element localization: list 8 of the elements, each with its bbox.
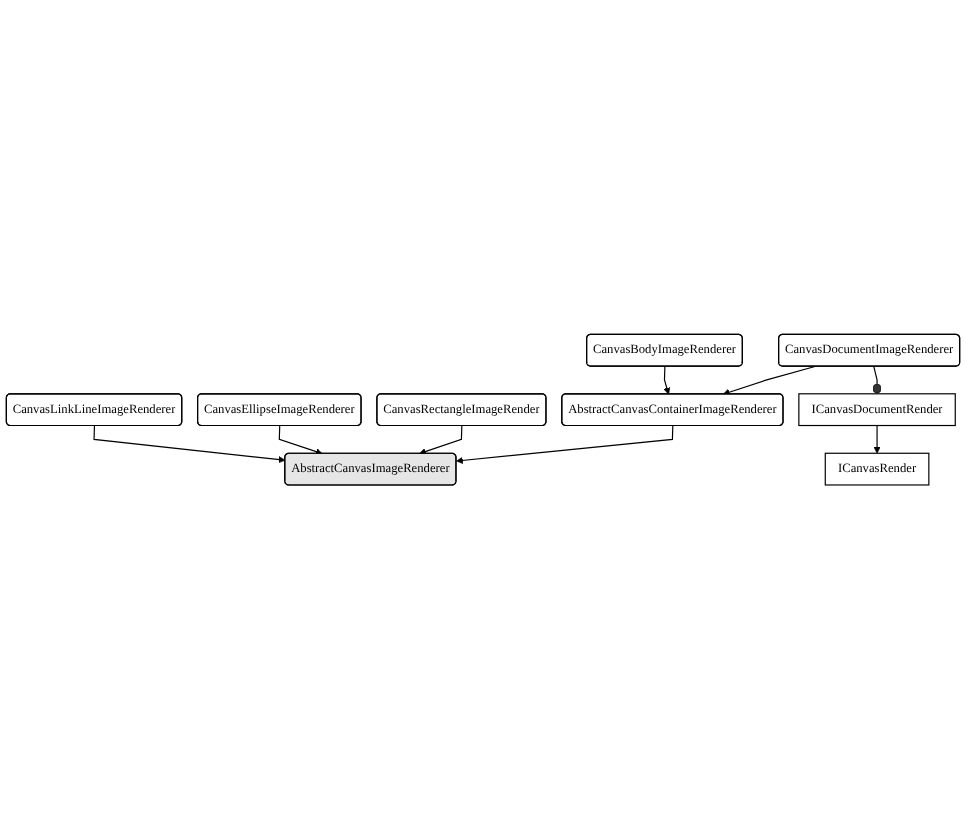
arrow — [278, 425, 323, 456]
connector — [872, 366, 882, 395]
arrow — [663, 366, 671, 395]
arrow — [456, 425, 674, 465]
arrow — [93, 425, 286, 464]
arrow — [722, 366, 816, 396]
arrow — [873, 425, 881, 454]
arrow — [419, 425, 463, 456]
